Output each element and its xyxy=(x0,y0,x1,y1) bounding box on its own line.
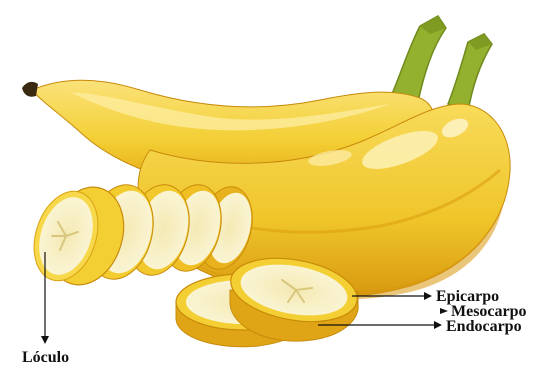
label-endocarpo: Endocarpo xyxy=(446,318,522,335)
label-loculo: Lóculo xyxy=(22,349,69,366)
arrow-mesocarpo xyxy=(440,308,448,314)
tip-back xyxy=(22,82,38,97)
